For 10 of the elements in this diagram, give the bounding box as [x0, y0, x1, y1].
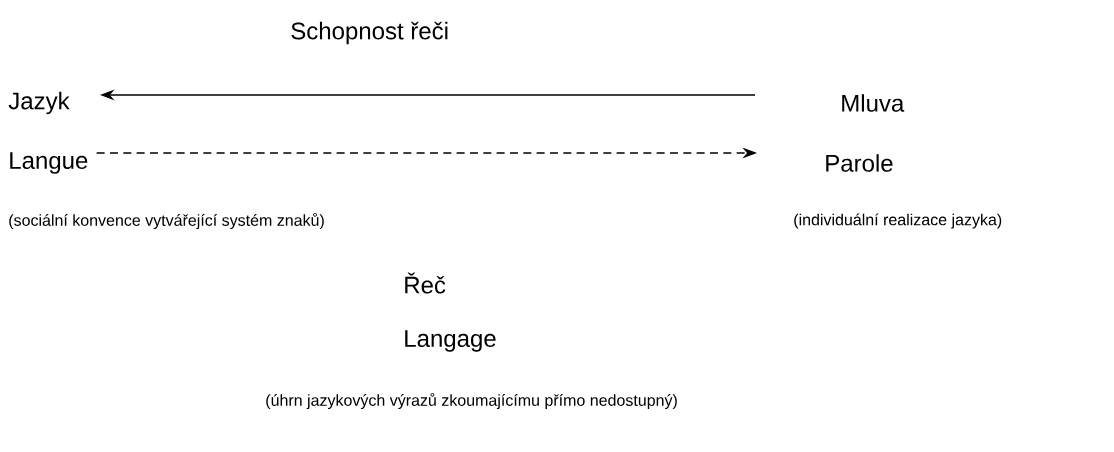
note: (úhrn jazykových výrazů zkoumajícímu přímo nedostupný)	[266, 392, 677, 410]
term: Řeč	[405, 272, 446, 294]
term-label: Mluva	[842, 94, 905, 112]
term: Langage	[405, 330, 496, 352]
term-label: Parole	[826, 154, 893, 172]
heading: Schopnost řeči	[291, 21, 448, 45]
note: (individuální realizace jazyka)	[794, 213, 1002, 229]
note: (sociální konvence vytvářející systém znaků)	[9, 212, 324, 230]
term-label: Jazyk	[8, 91, 70, 115]
term-label: Langue	[10, 152, 88, 174]
